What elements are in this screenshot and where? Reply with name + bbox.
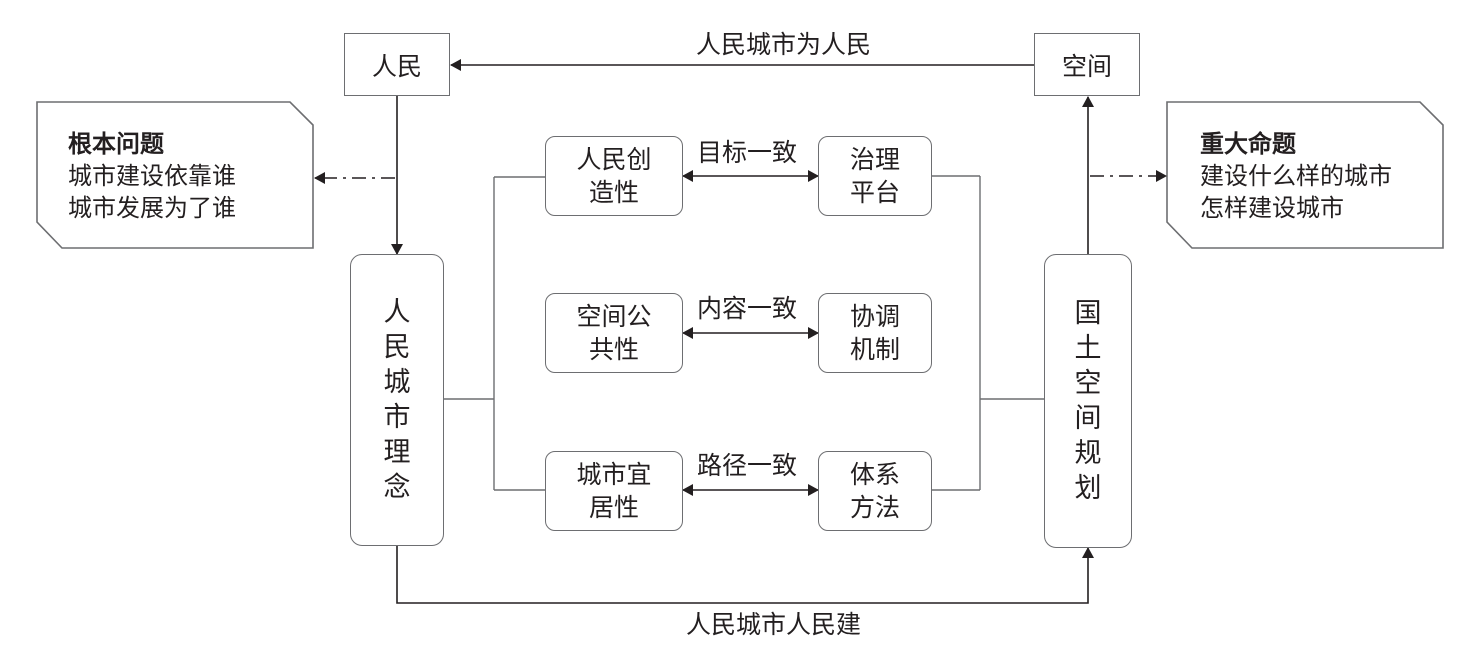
goal-edge-label: 目标一致: [697, 138, 798, 167]
content-edge-label: 内容一致: [697, 294, 798, 323]
bottom-arrow: [396, 546, 1094, 604]
node-platform: 治理平台: [818, 136, 932, 216]
top-edge-label: 人民城市为人民: [690, 30, 878, 60]
node-people-label: 人民: [371, 51, 422, 81]
node-planning: 国土空间规划: [1044, 254, 1132, 548]
node-livability: 城市宜居性: [545, 451, 683, 531]
node-platform-label: 治理平台: [849, 145, 900, 207]
node-coordination: 协调机制: [818, 293, 932, 373]
node-concept-label: 人民城市理念: [383, 297, 411, 503]
right-note: 重大命题 建设什么样的城市 怎样建设城市: [1200, 128, 1392, 224]
path-edge-label: 路径一致: [697, 451, 798, 480]
node-coordination-label: 协调机制: [849, 302, 900, 364]
right-note-frame: [1166, 101, 1444, 249]
node-space-label: 空间: [1061, 51, 1112, 81]
node-system-label: 体系方法: [849, 460, 900, 522]
left-note-title: 根本问题: [68, 130, 164, 158]
left-bracket: [444, 176, 545, 491]
node-public-space: 空间公共性: [545, 293, 683, 373]
node-public-space-label: 空间公共性: [576, 302, 652, 364]
node-creativity: 人民创造性: [545, 136, 683, 216]
right-note-line2: 怎样建设城市: [1200, 194, 1344, 222]
left-note-line1: 城市建设依靠谁: [68, 162, 236, 190]
left-note-frame: [36, 101, 314, 249]
bottom-edge-label: 人民城市人民建: [686, 610, 862, 639]
node-people: 人民: [344, 33, 450, 96]
node-livability-label: 城市宜居性: [576, 460, 652, 522]
left-note: 根本问题 城市建设依靠谁 城市发展为了谁: [68, 128, 236, 224]
right-note-title: 重大命题: [1200, 130, 1296, 158]
node-system: 体系方法: [818, 451, 932, 531]
node-planning-label: 国土空间规划: [1074, 298, 1102, 504]
node-space: 空间: [1034, 33, 1140, 96]
left-note-line2: 城市发展为了谁: [68, 194, 236, 222]
right-bracket: [932, 175, 1044, 491]
node-concept: 人民城市理念: [350, 254, 444, 546]
right-note-line1: 建设什么样的城市: [1200, 162, 1392, 190]
node-creativity-label: 人民创造性: [576, 145, 652, 207]
